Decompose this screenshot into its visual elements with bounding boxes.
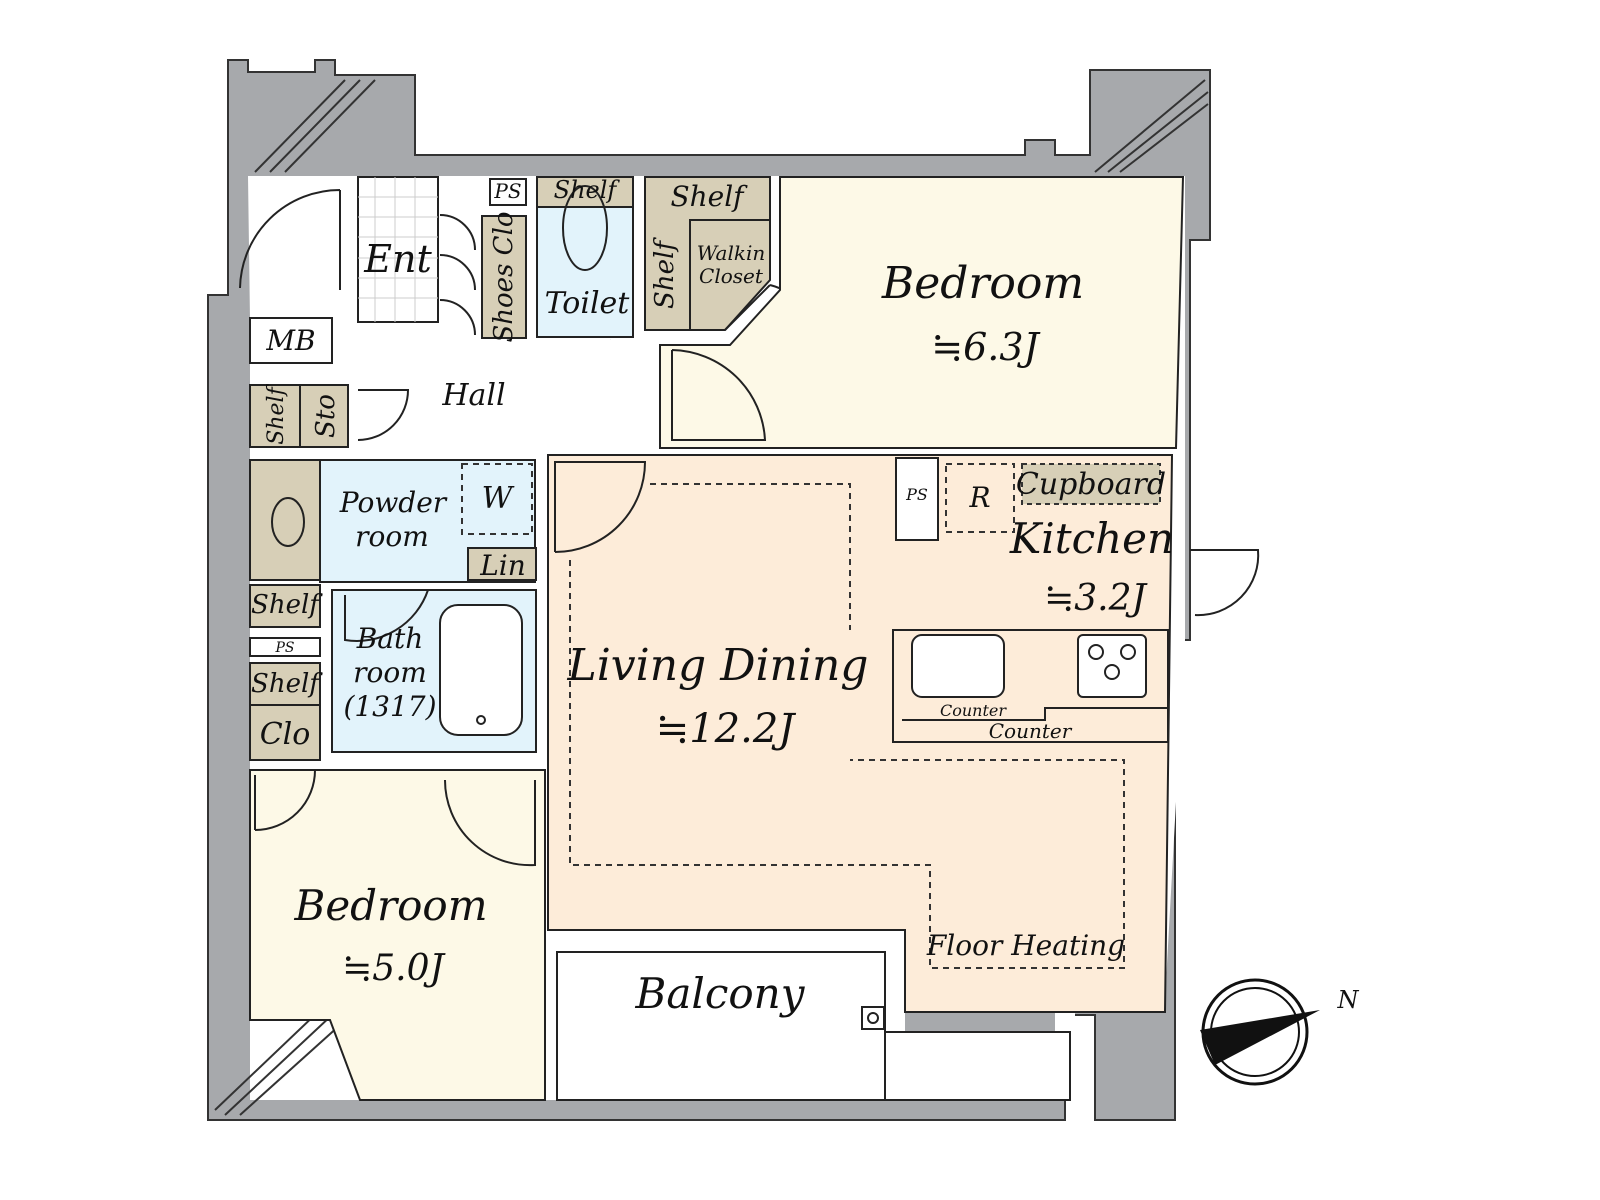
label-lin: Lin (479, 549, 526, 582)
kitchen-door (1190, 549, 1260, 617)
label-bath-1: Bath (356, 622, 424, 655)
label-shelf-a: Shelf (251, 590, 323, 620)
label-kitchen-size: ≒3.2J (1044, 578, 1148, 619)
label-bedroom-2: Bedroom (293, 881, 487, 930)
meter-box (249, 317, 333, 364)
bedroom-1-door (671, 349, 767, 441)
label-hall: Hall (441, 378, 505, 413)
wall-hatching (214, 79, 1209, 1116)
closet (249, 704, 321, 761)
toilet-fixture (562, 185, 608, 271)
shoes-closet (481, 215, 527, 339)
compass-north-label: N (1337, 986, 1360, 1014)
label-kitchen: Kitchen (1009, 514, 1174, 563)
label-powder-2: room (355, 520, 429, 553)
bath-door (344, 589, 429, 642)
balcony (556, 951, 886, 1101)
bedroom-1 (659, 176, 1185, 449)
label-living-dining: Living Dining (567, 640, 869, 691)
bedroom-2-door-1 (254, 769, 316, 831)
label-ent: Ent (363, 237, 432, 281)
label-wic-shelf-top: Shelf (670, 180, 748, 213)
hall-shelf (249, 384, 301, 448)
label-cupboard: Cupboard (1016, 467, 1166, 502)
shelf-a (249, 584, 321, 628)
storage-door (357, 389, 410, 441)
room-labels: Ent MB PS Shoes Clo Shelf Toilet Shelf S… (251, 176, 1174, 1018)
label-toilet: Toilet (545, 286, 631, 321)
label-ps-kitchen: PS (905, 485, 928, 504)
storage (299, 384, 349, 448)
label-bath-2: room (353, 656, 427, 689)
label-bath-3: (1317) (343, 690, 436, 723)
toilet-shelf (536, 176, 634, 208)
bathtub (439, 604, 523, 736)
label-clo: Clo (260, 717, 311, 752)
pipe-space-top (489, 178, 527, 206)
linen-closet (467, 547, 537, 581)
label-shelf-b: Shelf (251, 669, 323, 699)
living-door (554, 461, 647, 553)
floor-heating-area (569, 560, 1125, 969)
drain-icon (861, 1006, 885, 1030)
toilet (536, 206, 634, 338)
label-ps-top: PS (493, 179, 521, 203)
label-wic-shelf-side: Shelf (650, 237, 680, 309)
compass-needle-icon (1200, 1010, 1320, 1065)
kitchen-pipe-space (895, 457, 939, 541)
label-counter-2: Counter (989, 719, 1073, 743)
label-hall-shelf: Shelf (264, 383, 289, 444)
living-dining (547, 454, 1174, 1013)
refrigerator (945, 463, 1015, 533)
pipe-space-mid (249, 637, 321, 657)
washer (461, 463, 533, 535)
label-bedroom-1-size: ≒6.3J (931, 325, 1040, 369)
balcony-ext (884, 1031, 1071, 1101)
label-living-size: ≒12.2J (656, 706, 797, 752)
label-bedroom-1: Bedroom (881, 258, 1084, 309)
hall (358, 340, 658, 448)
vanity (249, 459, 321, 581)
label-shoes-closet: Shoes Clo (489, 211, 519, 342)
compass: N (1200, 978, 1360, 1086)
walkin-closet (644, 176, 771, 331)
label-sto: Sto (311, 394, 341, 438)
label-r: R (968, 481, 990, 514)
cupboard (1021, 463, 1161, 505)
sink (911, 634, 1005, 698)
entrance (239, 176, 439, 323)
bedroom-2-door-2 (443, 779, 536, 867)
label-bedroom-2-size: ≒5.0J (342, 948, 446, 989)
label-mb: MB (265, 324, 315, 357)
label-walkin: Walkin (697, 241, 766, 265)
label-balcony: Balcony (635, 969, 806, 1018)
label-counter-1: Counter (940, 701, 1007, 720)
bedroom-2 (249, 769, 546, 1101)
label-floor-heating: Floor Heating (926, 929, 1125, 962)
label-toilet-shelf: Shelf (554, 176, 621, 204)
label-w: W (482, 481, 515, 516)
label-closet: Closet (699, 264, 764, 288)
shoe-closet-doors (439, 214, 476, 336)
label-ps-mid: PS (274, 640, 294, 656)
label-powder-1: Powder (339, 486, 448, 519)
